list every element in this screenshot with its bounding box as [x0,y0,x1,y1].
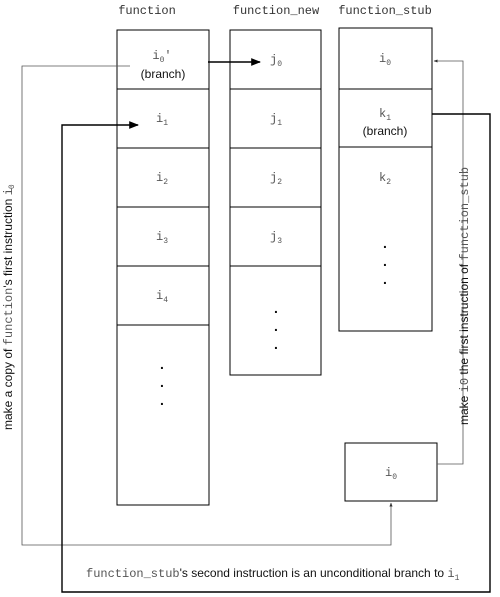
cell-i3: i3 [156,230,168,246]
cell-j3: j3 [270,230,282,246]
cell-i2: i2 [156,171,168,187]
column-title-function: function [118,4,176,18]
column-title-function-new: function_new [233,4,320,18]
cell-i1: i1 [156,112,168,128]
cell-stub-branch-label: (branch) [363,124,408,138]
ellipsis-dot: . [160,356,164,372]
cell-stub-i0: i0 [379,52,391,68]
unconditional-branch-connector [61,113,491,593]
function-box [116,29,210,506]
function-new-column: j0 j1 j2 j3 . . . [229,29,322,376]
function-column: i0' (branch) i1 i2 i3 i4 . . . [116,29,210,506]
ellipsis-dot: . [383,253,387,269]
function-stub-column: i0 k1 (branch) k2 . . . [338,27,433,332]
label-make-copy: make a copy of function's first instruct… [1,184,17,430]
cell-branch-label: (branch) [141,67,186,81]
ellipsis-dot: . [383,271,387,287]
function-stub-box [338,27,433,332]
copied-instruction-box [344,442,438,502]
copy-first-instruction-connector [21,65,393,546]
copied-instruction-i0: i0 [385,466,397,482]
cell-i4: i4 [156,289,168,305]
make-i0-first-connector [433,59,464,465]
ellipsis-dot: . [383,235,387,251]
cell-i0-prime: i0' [152,49,171,65]
ellipsis-dot: . [274,300,278,316]
ellipsis-dot: . [160,374,164,390]
cell-j0: j0 [270,53,282,69]
cell-k2: k2 [379,171,391,187]
label-make-i0-first: make i0 the first instruction of functio… [457,167,472,425]
cell-j1: j1 [270,112,282,128]
label-unconditional-branch: function_stub's second instruction is an… [86,566,460,583]
ellipsis-dot: . [274,318,278,334]
cell-k1: k1 [379,107,391,123]
column-title-function-stub: function_stub [338,4,432,18]
ellipsis-dot: . [274,336,278,352]
function-new-box [229,29,322,376]
ellipsis-dot: . [160,392,164,408]
copy-box-group: i0 [344,442,438,502]
cell-j2: j2 [270,171,282,187]
